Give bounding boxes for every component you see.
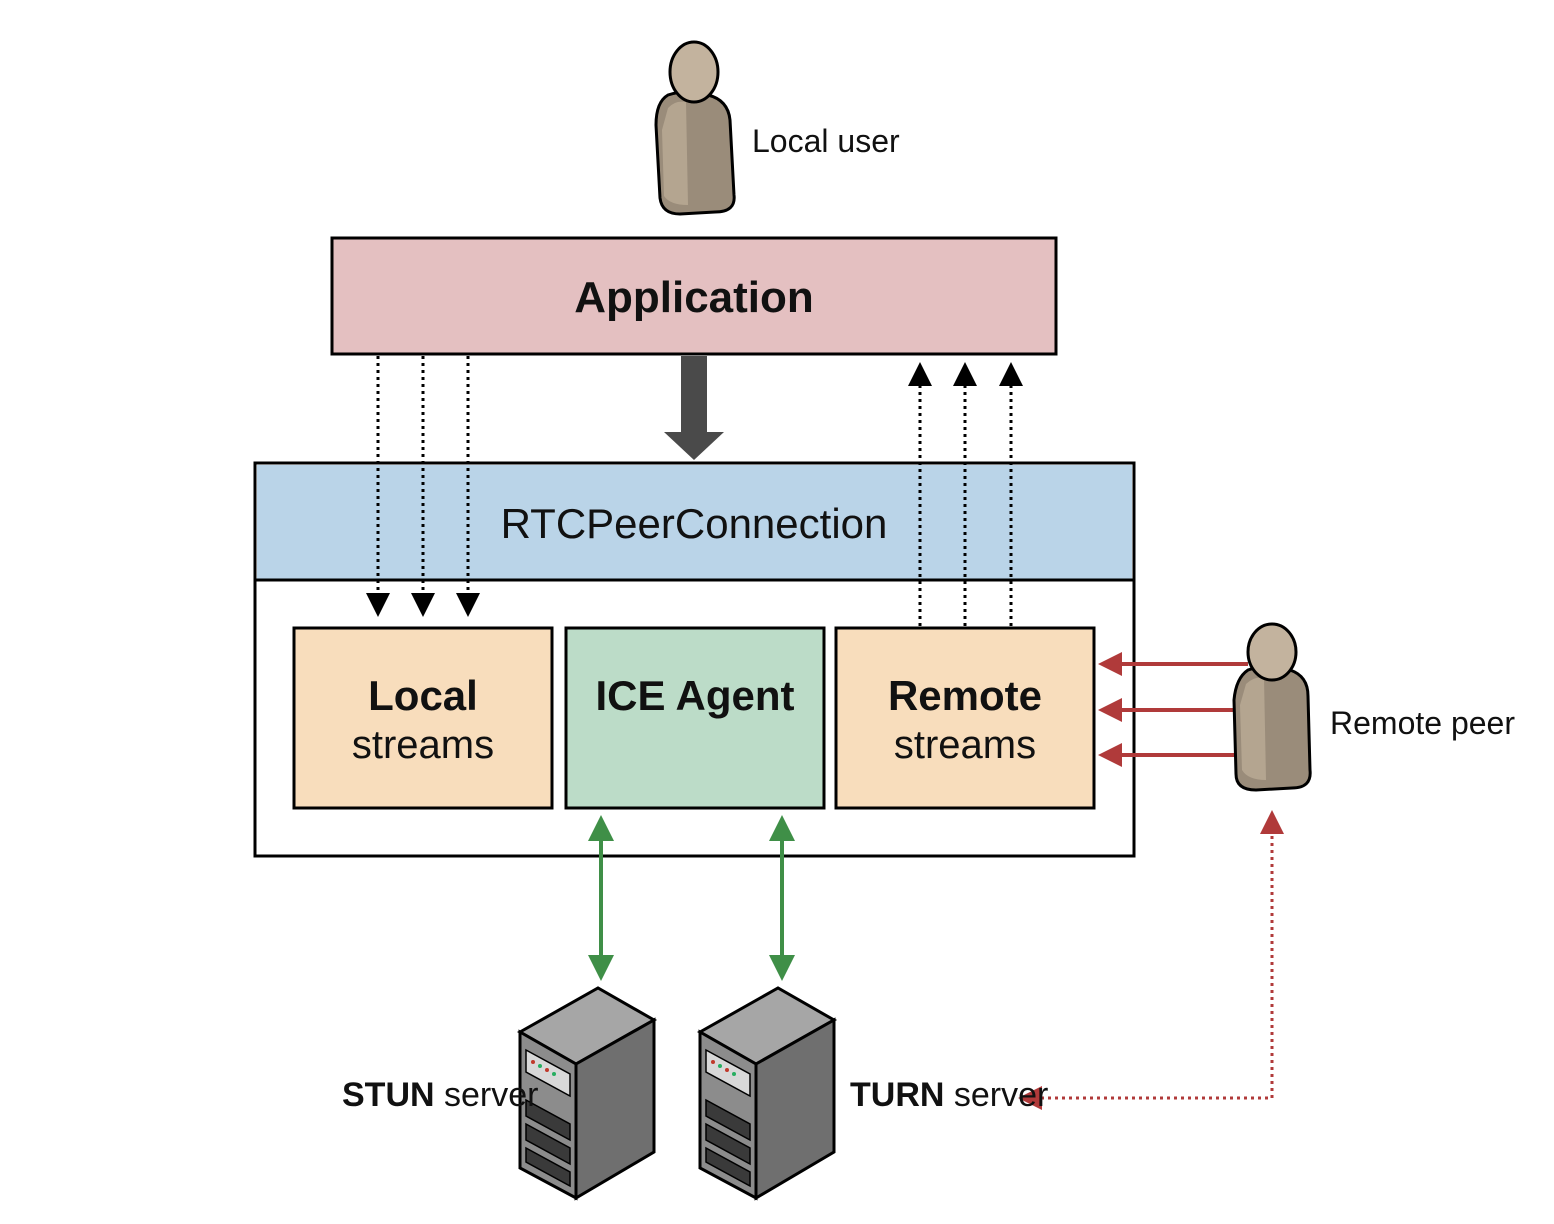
remote-peer-arrows — [1098, 652, 1248, 767]
local-user-icon — [654, 40, 736, 216]
remote-stream-arrows — [908, 362, 1023, 626]
remote-streams-box — [834, 626, 1096, 810]
turn-server-icon — [696, 986, 838, 1201]
remote-peer-label: Remote peer — [1330, 705, 1515, 741]
remote-streams-title: Remote — [888, 672, 1042, 719]
application-label: Application — [574, 273, 814, 322]
remote-peer-icon — [1232, 622, 1312, 792]
rtc-peer-connection-label: RTCPeerConnection — [501, 500, 888, 547]
stun-server-label: STUN server — [342, 1076, 538, 1114]
application-to-rtc-arrow — [664, 356, 724, 460]
local-streams-box — [292, 626, 554, 810]
application-box — [330, 236, 1058, 356]
local-user-label: Local user — [752, 123, 900, 159]
turn-server-label: TURN server — [850, 1076, 1048, 1114]
ice-agent-label: ICE Agent — [595, 672, 794, 719]
ice-agent-box — [564, 626, 826, 810]
local-streams-subtitle: streams — [352, 723, 494, 767]
ice-server-arrows — [588, 815, 795, 981]
turn-relay-arrow — [1018, 810, 1284, 1110]
remote-streams-subtitle: streams — [894, 723, 1036, 767]
stun-server-icon — [516, 986, 658, 1201]
rtc-peer-connection-header — [257, 465, 1132, 580]
local-streams-title: Local — [368, 672, 478, 719]
